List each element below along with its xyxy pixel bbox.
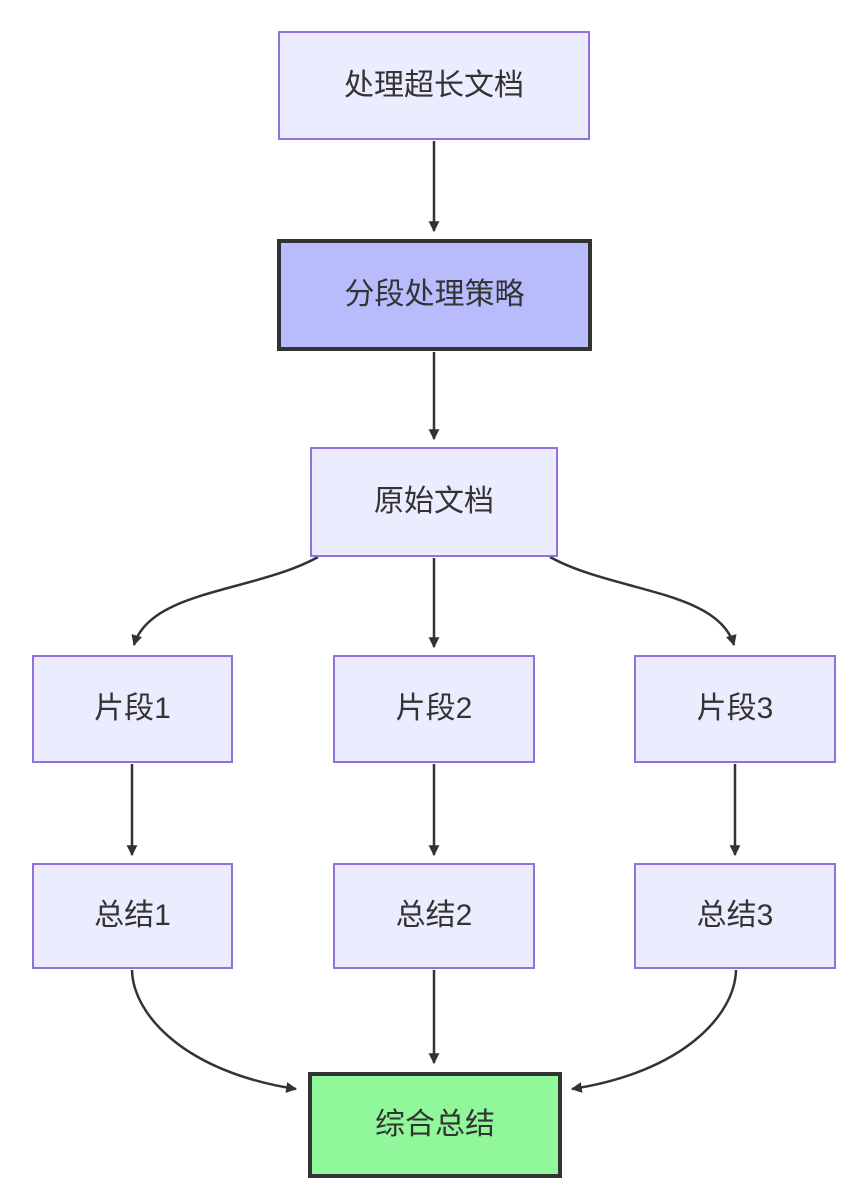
node-process-long-document: 处理超长文档 <box>278 31 590 140</box>
node-fragment-3: 片段3 <box>634 655 836 763</box>
node-combined-summary: 综合总结 <box>308 1072 562 1178</box>
edge-e1-f <box>130 969 298 1093</box>
node-original-document: 原始文档 <box>310 447 558 557</box>
node-summary-2: 总结2 <box>333 863 535 969</box>
node-fragment-2: 片段2 <box>333 655 535 763</box>
node-segmentation-strategy: 分段处理策略 <box>277 239 592 351</box>
edge-e3-f <box>570 969 738 1093</box>
node-summary-1: 总结1 <box>32 863 233 969</box>
edge-c-d1 <box>131 555 319 647</box>
node-summary-3: 总结3 <box>634 863 836 969</box>
node-fragment-1: 片段1 <box>32 655 233 763</box>
edge-c-d3 <box>549 555 737 647</box>
